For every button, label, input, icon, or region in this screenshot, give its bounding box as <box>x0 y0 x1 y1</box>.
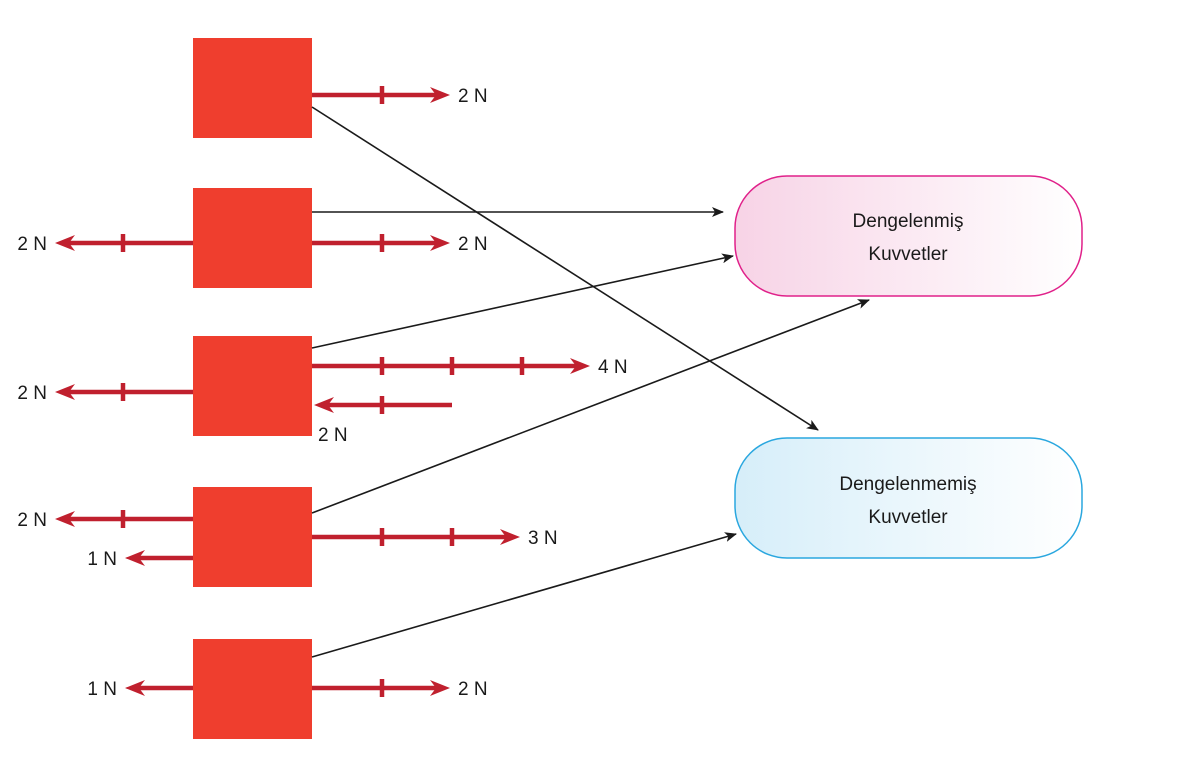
force-arrowhead <box>570 358 590 374</box>
category-balanced: Dengelenmiş Kuvvetler <box>734 175 1083 297</box>
force-arrow-right: 2 N <box>312 86 488 107</box>
force-arrow-left: 1 N <box>87 549 193 570</box>
object-box <box>193 639 312 739</box>
force-arrowhead <box>430 235 450 251</box>
object-5: 1 N 2 N <box>87 639 488 739</box>
force-arrow-left: 1 N <box>87 679 193 700</box>
connector-object-3 <box>311 253 734 349</box>
force-arrowhead <box>125 550 145 566</box>
objects-layer: 2 N 2 N 2 N 2 N 4 N 2 N 2 N 1 N 3 N 1 N 2 N <box>17 38 628 739</box>
force-arrowhead <box>430 680 450 696</box>
connector-object-1 <box>311 106 819 431</box>
force-arrowhead <box>430 87 450 103</box>
force-label: 2 N <box>458 86 488 107</box>
object-box <box>193 336 312 436</box>
force-arrow-left: 2 N <box>314 396 452 446</box>
force-label: 2 N <box>318 425 348 446</box>
connector-object-5 <box>311 532 737 658</box>
force-arrow-right: 2 N <box>312 679 488 700</box>
force-arrowhead <box>55 511 75 527</box>
unbalanced-label-line1: Dengelenmemiş <box>839 474 976 495</box>
force-arrowhead <box>314 397 334 413</box>
force-label: 3 N <box>528 528 558 549</box>
balanced-pill <box>734 175 1083 297</box>
balanced-label-line1: Dengelenmiş <box>853 211 964 232</box>
force-arrowhead <box>55 235 75 251</box>
object-box <box>193 38 312 138</box>
force-arrowhead <box>500 529 520 545</box>
object-3: 2 N 4 N 2 N <box>17 336 628 446</box>
force-arrow-right: 2 N <box>312 234 488 255</box>
force-label: 1 N <box>87 549 117 570</box>
force-arrowhead <box>55 384 75 400</box>
force-arrowhead <box>125 680 145 696</box>
object-4: 2 N 1 N 3 N <box>17 487 558 587</box>
force-label: 2 N <box>458 234 488 255</box>
object-2: 2 N 2 N <box>17 188 488 288</box>
force-arrow-right: 3 N <box>312 528 558 549</box>
object-box <box>193 188 312 288</box>
force-label: 4 N <box>598 357 628 378</box>
force-arrow-left: 2 N <box>17 234 193 255</box>
force-arrow-right: 4 N <box>312 357 628 378</box>
balanced-label-line2: Kuvvetler <box>868 244 948 265</box>
unbalanced-label-line2: Kuvvetler <box>868 507 948 528</box>
connector-object-4 <box>311 299 870 514</box>
object-1: 2 N <box>193 38 488 138</box>
object-box <box>193 487 312 587</box>
force-arrow-left: 2 N <box>17 510 193 531</box>
force-label: 2 N <box>17 510 47 531</box>
force-label: 2 N <box>17 234 47 255</box>
force-label: 2 N <box>17 383 47 404</box>
force-arrow-left: 2 N <box>17 383 193 404</box>
unbalanced-pill <box>734 437 1083 559</box>
connectors <box>311 106 870 658</box>
force-label: 2 N <box>458 679 488 700</box>
category-unbalanced: Dengelenmemiş Kuvvetler <box>734 437 1083 559</box>
force-label: 1 N <box>87 679 117 700</box>
